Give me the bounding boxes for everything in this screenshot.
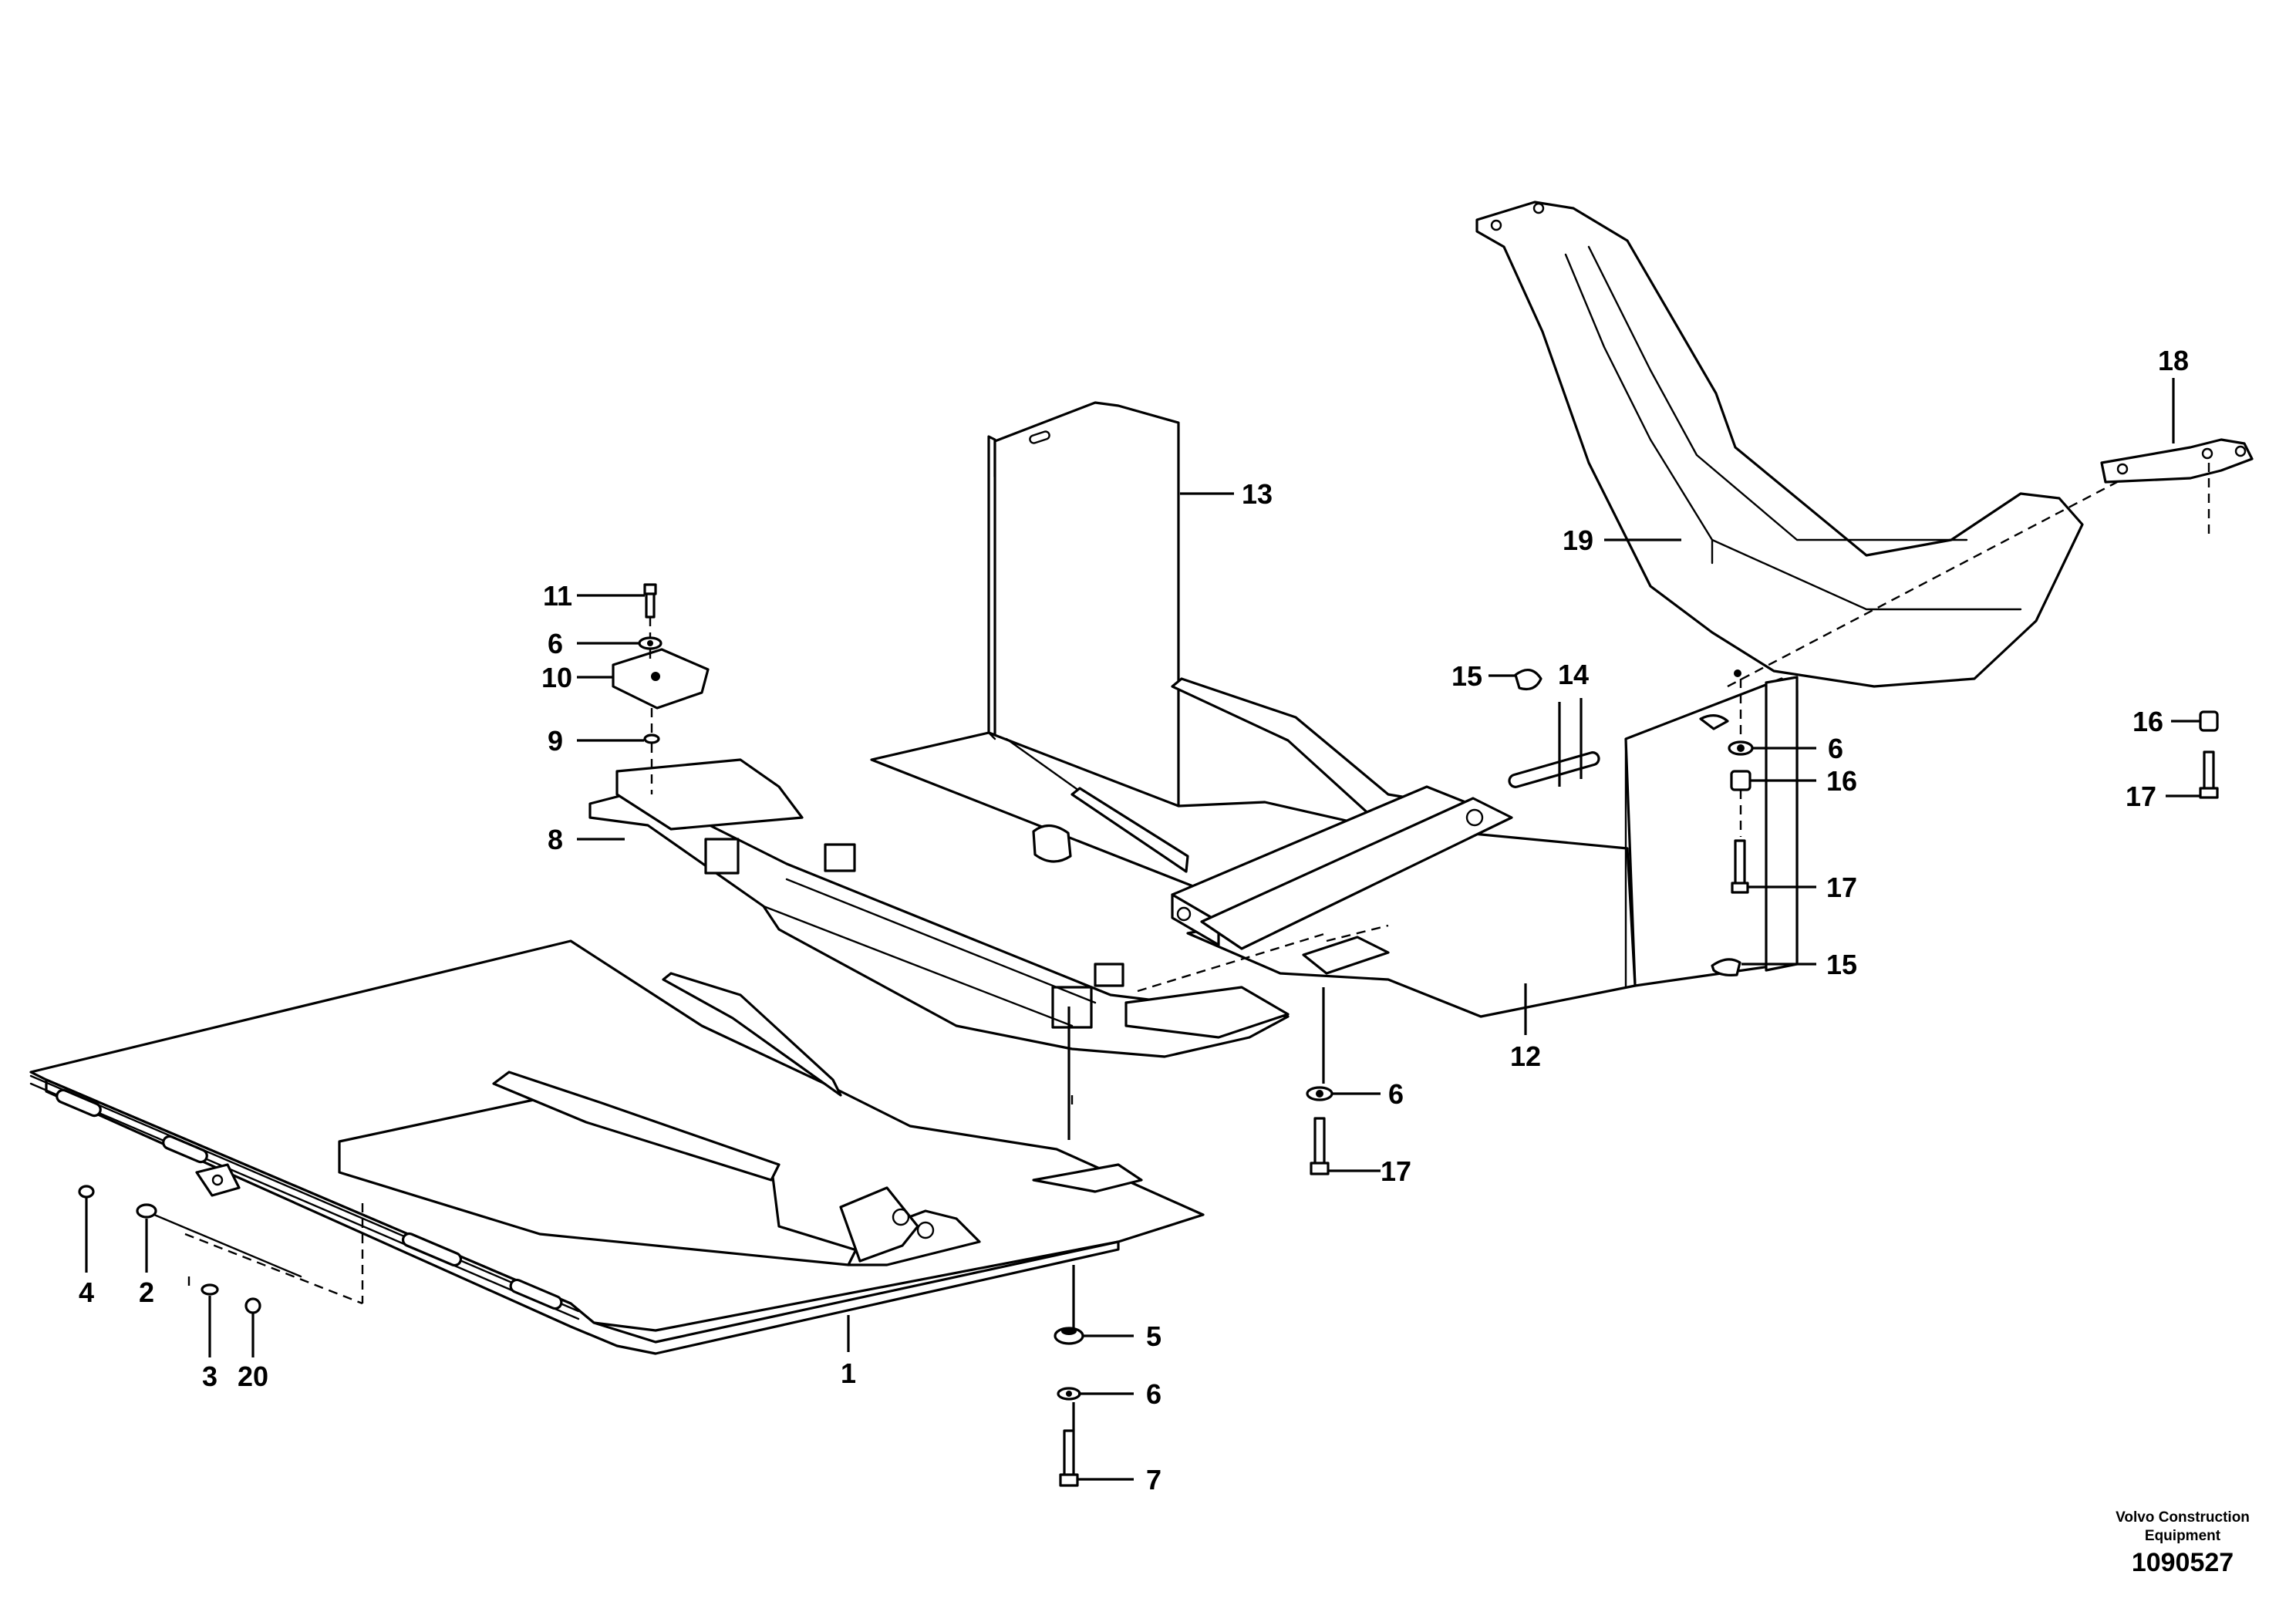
callout-5: 5: [1146, 1320, 1161, 1352]
part-2-rod: [153, 1213, 302, 1278]
callout-14: 14: [1558, 659, 1589, 690]
part-16-bushing-1: [1730, 770, 1752, 791]
callout-7: 7: [1146, 1464, 1161, 1496]
callout-labels: 1 2 3 4 20 5 6 7 8 9 10 6 11 13 12 14 15…: [79, 345, 2189, 1496]
part-15-clip-1: [1514, 669, 1542, 691]
callout-6-right: 6: [1828, 733, 1843, 764]
part-8-mount-beam: [588, 758, 1290, 1058]
part-15-clip-2: [1711, 958, 1741, 976]
callout-17-center: 17: [1381, 1155, 1411, 1187]
part-17-bolt-3-head: [1310, 1162, 1330, 1175]
part-17-bolt-2: [2203, 750, 2215, 794]
part-17-bolt-1: [1734, 839, 1746, 889]
part-4-pin: [78, 1185, 95, 1199]
callout-4: 4: [79, 1276, 94, 1308]
part-17-bolt-3: [1313, 1117, 1326, 1166]
publisher-credit: Volvo Construction Equipment 1090527: [2082, 1509, 2283, 1580]
part-9-washer: [643, 733, 660, 744]
credit-line-2: Equipment: [2144, 1528, 2221, 1544]
part-10-pad: [612, 648, 710, 710]
part-11-bolt-shank: [645, 592, 656, 619]
part-12-crossmember: [1171, 785, 1513, 975]
callout-6-top: 6: [548, 628, 563, 659]
part-16-bushing-2: [2199, 710, 2219, 732]
credit-line-1: Volvo Construction: [2116, 1509, 2250, 1526]
callout-3: 3: [202, 1361, 217, 1392]
part-2-rod-end: [136, 1203, 157, 1219]
part-20-nut: [244, 1297, 261, 1314]
callout-2: 2: [139, 1276, 154, 1308]
part-1-skid-plate: [29, 939, 1205, 1355]
callout-9: 9: [548, 725, 563, 757]
callout-16-right: 16: [1826, 765, 1857, 797]
callout-6-center: 6: [1388, 1078, 1404, 1110]
part-3-washer: [201, 1283, 219, 1296]
callout-15-top: 15: [1451, 660, 1482, 692]
callout-18: 18: [2158, 345, 2189, 376]
callout-19: 19: [1563, 524, 1593, 556]
part-18-plate: [2100, 438, 2254, 484]
callout-10: 10: [541, 662, 572, 693]
part-19-upper-bracket: [1475, 201, 2084, 688]
callout-17-far-right: 17: [2126, 781, 2156, 812]
callout-16-far-right: 16: [2132, 706, 2163, 737]
part-7-bolt: [1063, 1429, 1075, 1479]
part-14-pin: [1508, 751, 1600, 788]
callout-8: 8: [548, 824, 563, 855]
callout-15-bottom: 15: [1826, 949, 1857, 980]
callout-12: 12: [1510, 1040, 1541, 1072]
diagram-number: 1090527: [2131, 1548, 2234, 1577]
part-11-bolt-head: [643, 583, 657, 595]
part-17-bolt-1-head: [1731, 882, 1749, 894]
part-7-bolt-head: [1059, 1473, 1079, 1487]
leader-lines: [85, 378, 2200, 1481]
hardware: [78, 583, 2219, 1487]
assembly-lines: [184, 463, 2210, 1305]
callout-6-bottom: 6: [1146, 1378, 1161, 1410]
callout-17-right: 17: [1826, 872, 1857, 903]
part-12-bracket-pan: [1186, 669, 1799, 1018]
callout-13: 13: [1242, 478, 1273, 510]
callout-20: 20: [238, 1361, 268, 1392]
callout-11: 11: [543, 580, 572, 612]
part-17-bolt-2-head: [2199, 787, 2219, 799]
callout-1: 1: [841, 1357, 856, 1389]
